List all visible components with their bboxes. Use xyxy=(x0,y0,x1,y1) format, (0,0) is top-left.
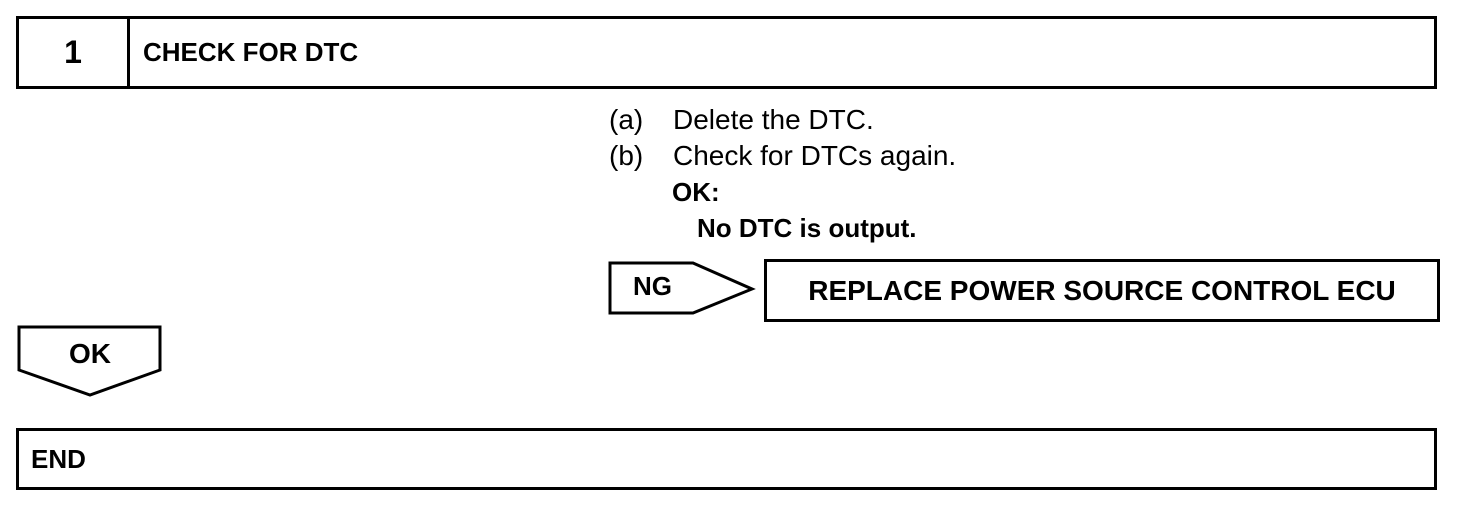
ng-action-box: REPLACE POWER SOURCE CONTROL ECU xyxy=(764,259,1440,322)
instruction-label: (b) xyxy=(609,140,644,171)
step-title: CHECK FOR DTC xyxy=(143,37,359,67)
ng-label: NG xyxy=(633,271,672,301)
ok-arrow-label: OK xyxy=(69,338,111,369)
end-label: END xyxy=(31,443,86,474)
step-number: 1 xyxy=(19,19,130,86)
ok-arrow-shape xyxy=(17,325,162,397)
ok-result-detail: No DTC is output. xyxy=(697,213,917,243)
instruction-text: Delete the DTC. xyxy=(673,104,874,135)
instruction-text: Check for DTCs again. xyxy=(673,140,957,171)
step-header: 1 CHECK FOR DTC xyxy=(16,16,1437,89)
instruction-label: (a) xyxy=(609,104,644,135)
ng-action-text: REPLACE POWER SOURCE CONTROL ECU xyxy=(808,274,1396,306)
ng-arrow-shape xyxy=(608,261,756,315)
ok-result-label: OK: xyxy=(672,177,720,207)
end-box: END xyxy=(16,428,1437,490)
